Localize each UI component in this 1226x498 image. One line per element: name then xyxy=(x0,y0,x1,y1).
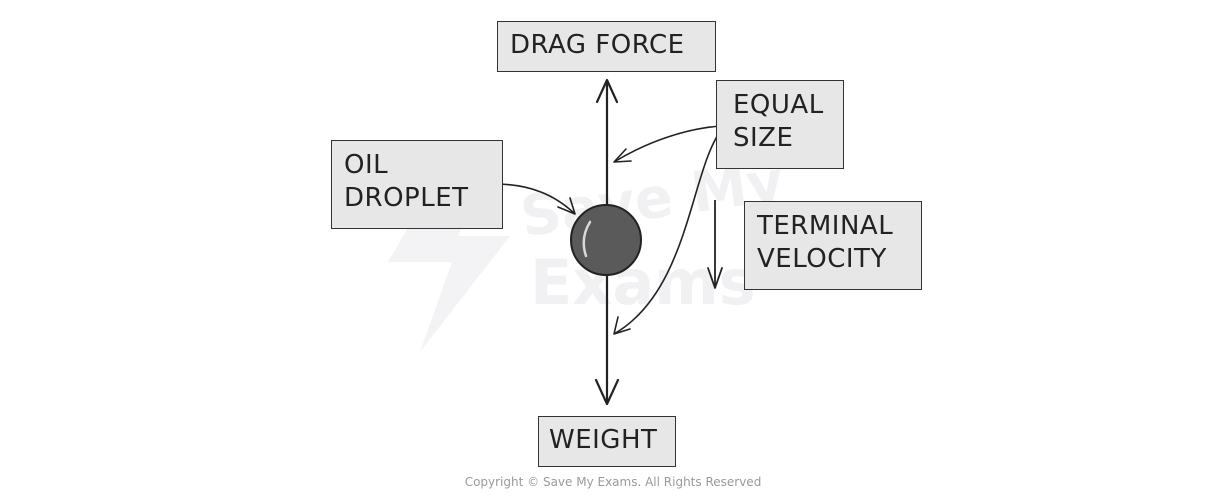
oil-droplet-pointer-head xyxy=(557,197,576,215)
watermark-text: Exams xyxy=(530,246,756,319)
droplet-highlight xyxy=(582,220,592,258)
equal-size-pointer-bottom-head xyxy=(613,316,631,335)
equal-size-line-1: EQUAL xyxy=(733,90,824,120)
equal-size-line-2: SIZE xyxy=(733,123,794,154)
watermark-logo xyxy=(388,160,510,352)
oil-droplet-sphere xyxy=(570,204,642,276)
weight-arrowhead xyxy=(594,378,620,406)
equal-size-pointer-top xyxy=(613,125,722,163)
equal-size-pointer-bottom xyxy=(613,128,723,335)
velocity-arrowhead xyxy=(707,267,723,289)
terminal-velocity-label: TERMINAL VELOCITY xyxy=(744,201,922,290)
terminal-velocity-line-1: TERMINAL xyxy=(757,211,894,241)
oil-droplet-pointer xyxy=(493,183,576,215)
drag-force-text: DRAG FORCE xyxy=(510,30,685,60)
drag-force-arrowhead xyxy=(595,78,619,104)
oil-droplet-line-1: OIL xyxy=(344,150,389,180)
copyright-notice: Copyright © Save My Exams. All Rights Re… xyxy=(464,475,762,489)
equal-size-pointer-top-head xyxy=(613,148,632,163)
oil-droplet-line-2: DROPLET xyxy=(344,183,469,214)
drag-force-label: DRAG FORCE xyxy=(497,21,716,72)
oil-droplet-label: OIL DROPLET xyxy=(331,140,503,229)
terminal-velocity-line-2: VELOCITY xyxy=(757,244,887,275)
weight-label: WEIGHT xyxy=(538,416,676,467)
weight-text: WEIGHT xyxy=(549,425,658,455)
equal-size-label: EQUAL SIZE xyxy=(716,80,844,169)
